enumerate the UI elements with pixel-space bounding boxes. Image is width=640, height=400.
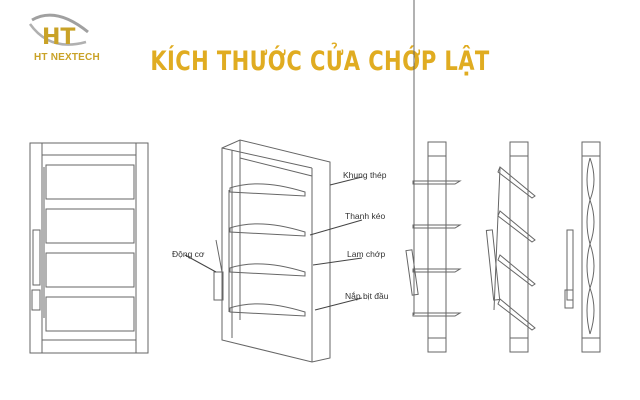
label-end-cap: Nắp bịt đầu: [345, 291, 389, 301]
side-section-closed-drawing: [564, 141, 601, 353]
brand-logo: HT HT NEXTECH: [18, 12, 118, 64]
logo-name: HT NEXTECH: [34, 52, 100, 63]
label-motor: Động cơ: [172, 249, 205, 259]
leader-lines: [184, 176, 363, 311]
page-title: KÍCH THƯỚC CỬA CHỚP LẬT: [150, 46, 490, 77]
logo-monogram: HT: [42, 25, 75, 50]
label-frame: Khung thép: [343, 170, 387, 180]
label-louver: Lam chớp: [347, 249, 386, 259]
side-section-open-drawing: [405, 0, 462, 353]
side-section-angled-drawing: [485, 141, 536, 353]
label-pull-bar: Thanh kéo: [345, 211, 386, 221]
front-elevation-drawing: [29, 142, 149, 354]
logo-ht-swoosh-icon: HT: [28, 13, 89, 50]
isometric-drawing: [213, 139, 331, 363]
